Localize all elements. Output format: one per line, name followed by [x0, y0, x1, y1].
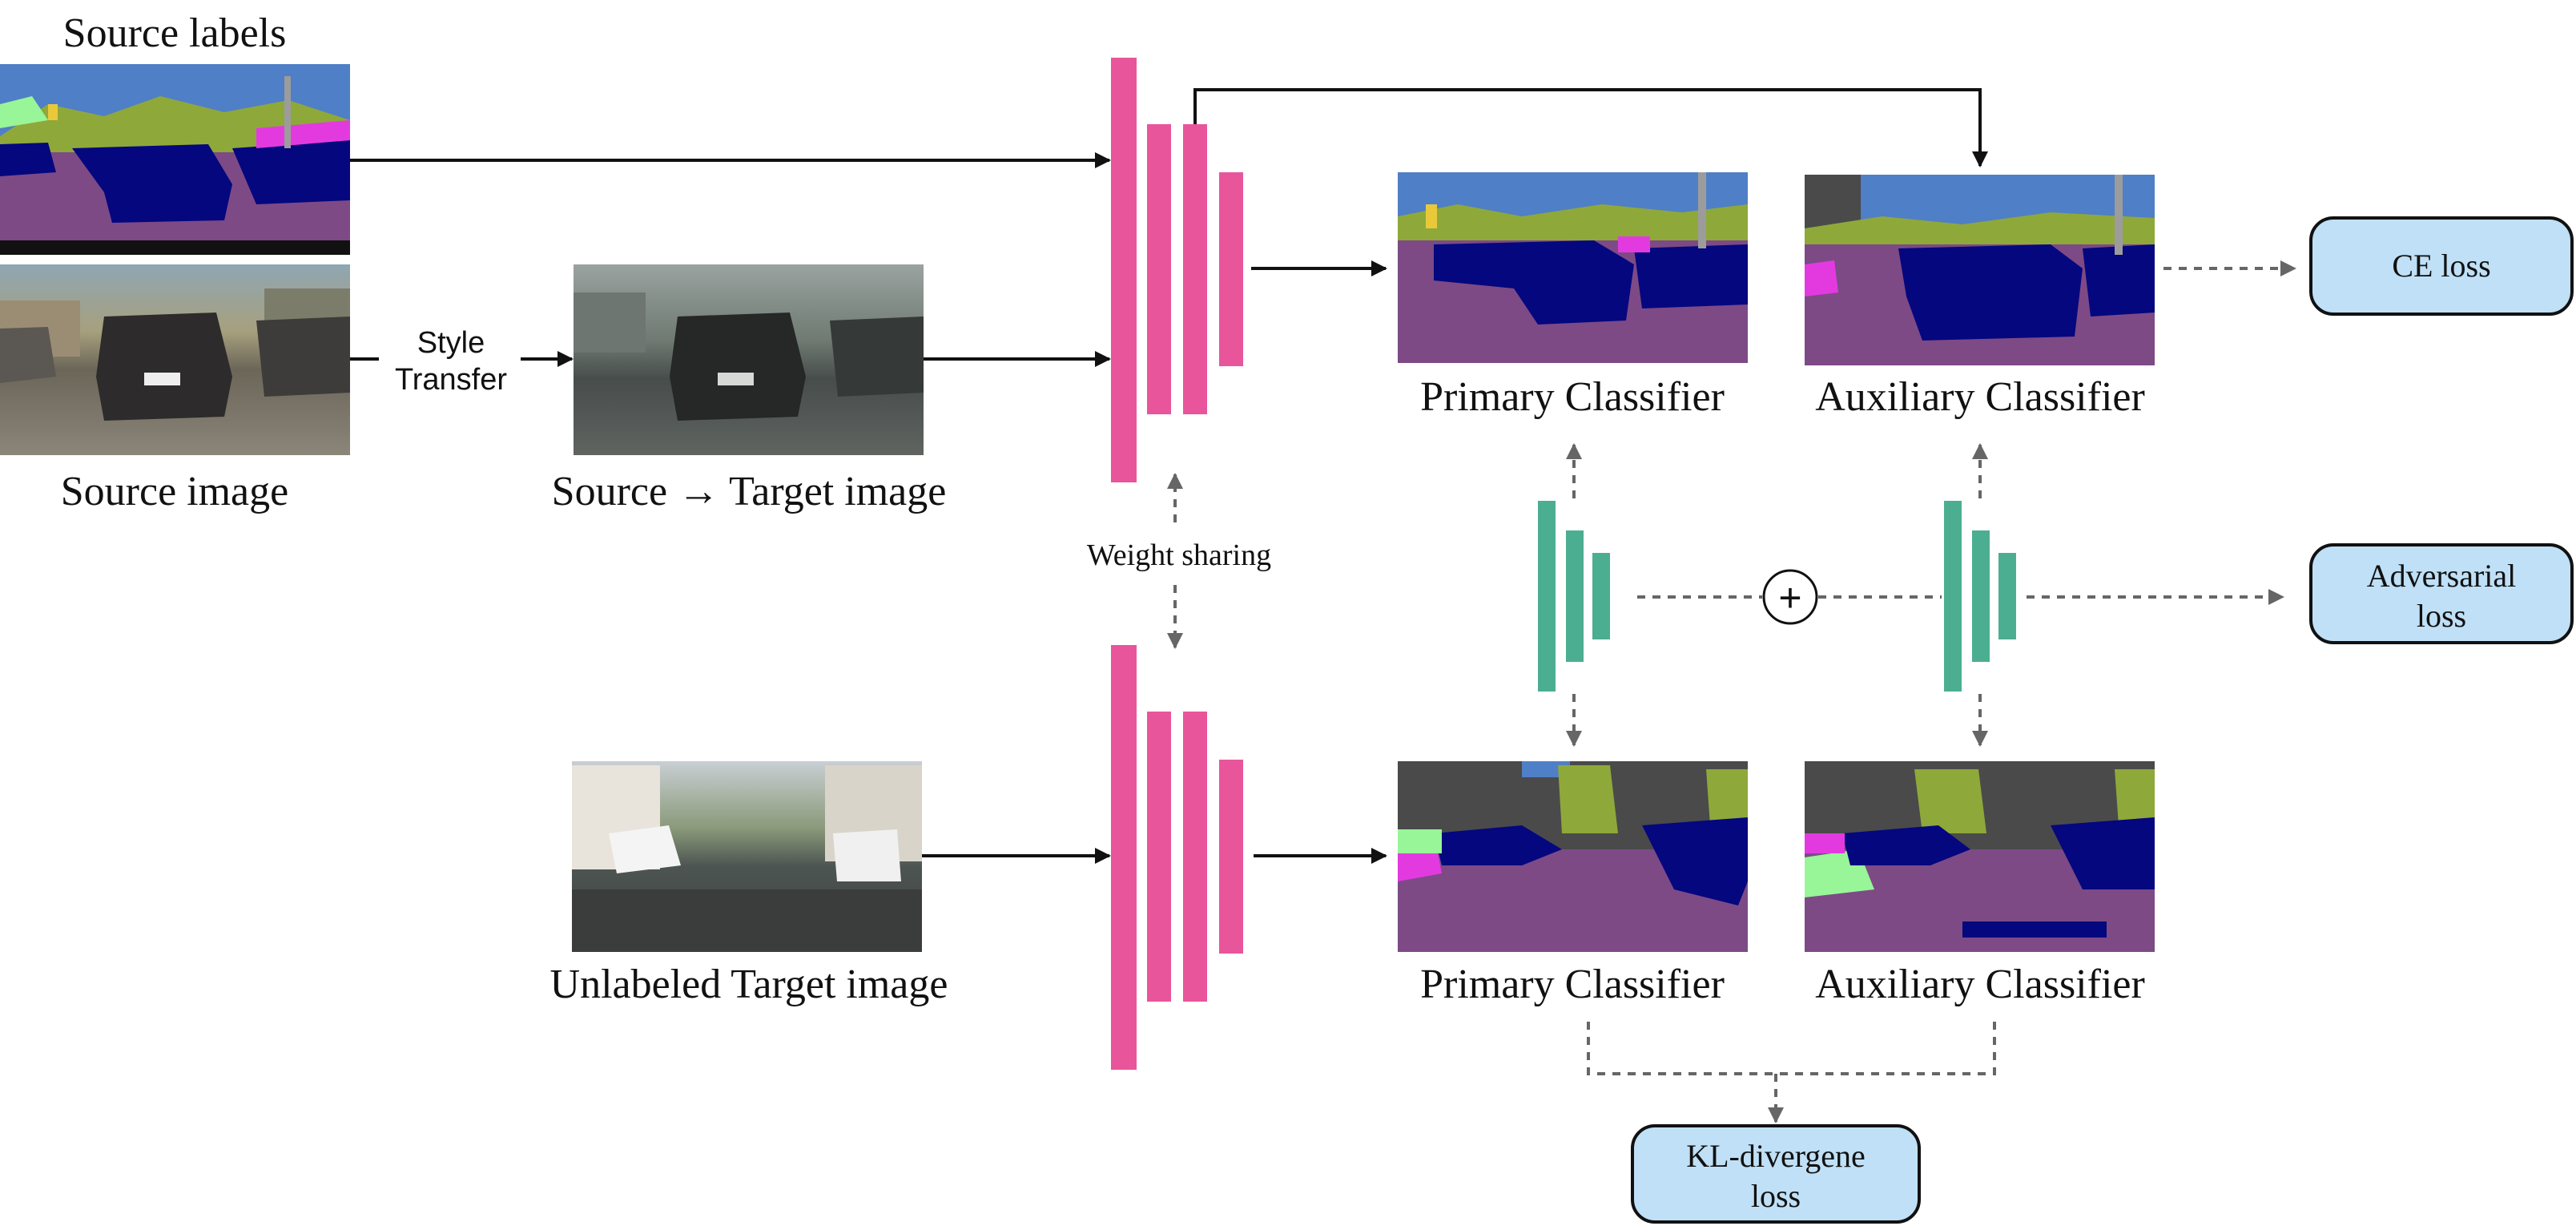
- dash-kl-bracket: [1587, 1022, 1996, 1075]
- encoder-network-top: [1111, 58, 1243, 482]
- auxiliary-classifier-bottom-caption: Auxiliary Classifier: [1815, 962, 2145, 1007]
- ce-loss-box: CE loss: [2309, 216, 2574, 316]
- seg-sign: [48, 104, 58, 120]
- source-to-target-caption: Source → Target image: [552, 469, 947, 514]
- arrow-skip-to-auxiliary: [1193, 88, 1988, 167]
- primary-classifier-bottom-caption: Primary Classifier: [1420, 962, 1725, 1007]
- unlabeled-target-image: [572, 761, 922, 952]
- discriminator-primary: [1538, 501, 1610, 692]
- source-image-caption: Source image: [61, 469, 288, 514]
- seg-car: [232, 140, 350, 204]
- seg-map-auxiliary-top: [1805, 175, 2155, 365]
- adversarial-loss-label-1: Adversarial: [2367, 558, 2517, 594]
- encoder-network-bottom: [1111, 645, 1243, 1070]
- source-image: [0, 264, 350, 455]
- seg-map-primary-top: [1398, 172, 1748, 363]
- auxiliary-classifier-top-caption: Auxiliary Classifier: [1815, 374, 2145, 420]
- source-labels-image: [0, 64, 350, 255]
- source-labels-caption: Source labels: [63, 10, 287, 56]
- sum-node: +: [1762, 569, 1818, 625]
- adversarial-loss-box: Adversarial loss: [2309, 543, 2574, 644]
- kl-loss-box: KL-divergene loss: [1631, 1124, 1921, 1224]
- seg-car: [0, 143, 56, 176]
- discriminator-auxiliary: [1944, 501, 2016, 692]
- kl-loss-label-2: loss: [1751, 1178, 1801, 1214]
- kl-loss-label-1: KL-divergene: [1686, 1138, 1866, 1174]
- seg-car: [72, 144, 232, 223]
- style-transfer-label-1: Style: [417, 326, 485, 360]
- seg-map-auxiliary-bottom: [1805, 761, 2155, 952]
- adversarial-loss-label-2: loss: [2417, 598, 2466, 634]
- source-to-target-image: [574, 264, 924, 455]
- weight-sharing-label: Weight sharing: [1087, 538, 1271, 572]
- seg-map-primary-bottom: [1398, 761, 1748, 952]
- ce-loss-label: CE loss: [2392, 248, 2490, 284]
- plus-symbol: +: [1778, 575, 1801, 620]
- seg-pole: [284, 76, 291, 148]
- style-transfer-label-2: Transfer: [395, 363, 507, 397]
- seg-terrain: [0, 96, 48, 128]
- unlabeled-target-caption: Unlabeled Target image: [550, 962, 948, 1007]
- primary-classifier-top-caption: Primary Classifier: [1420, 374, 1725, 420]
- seg-sidewalk: [256, 120, 350, 148]
